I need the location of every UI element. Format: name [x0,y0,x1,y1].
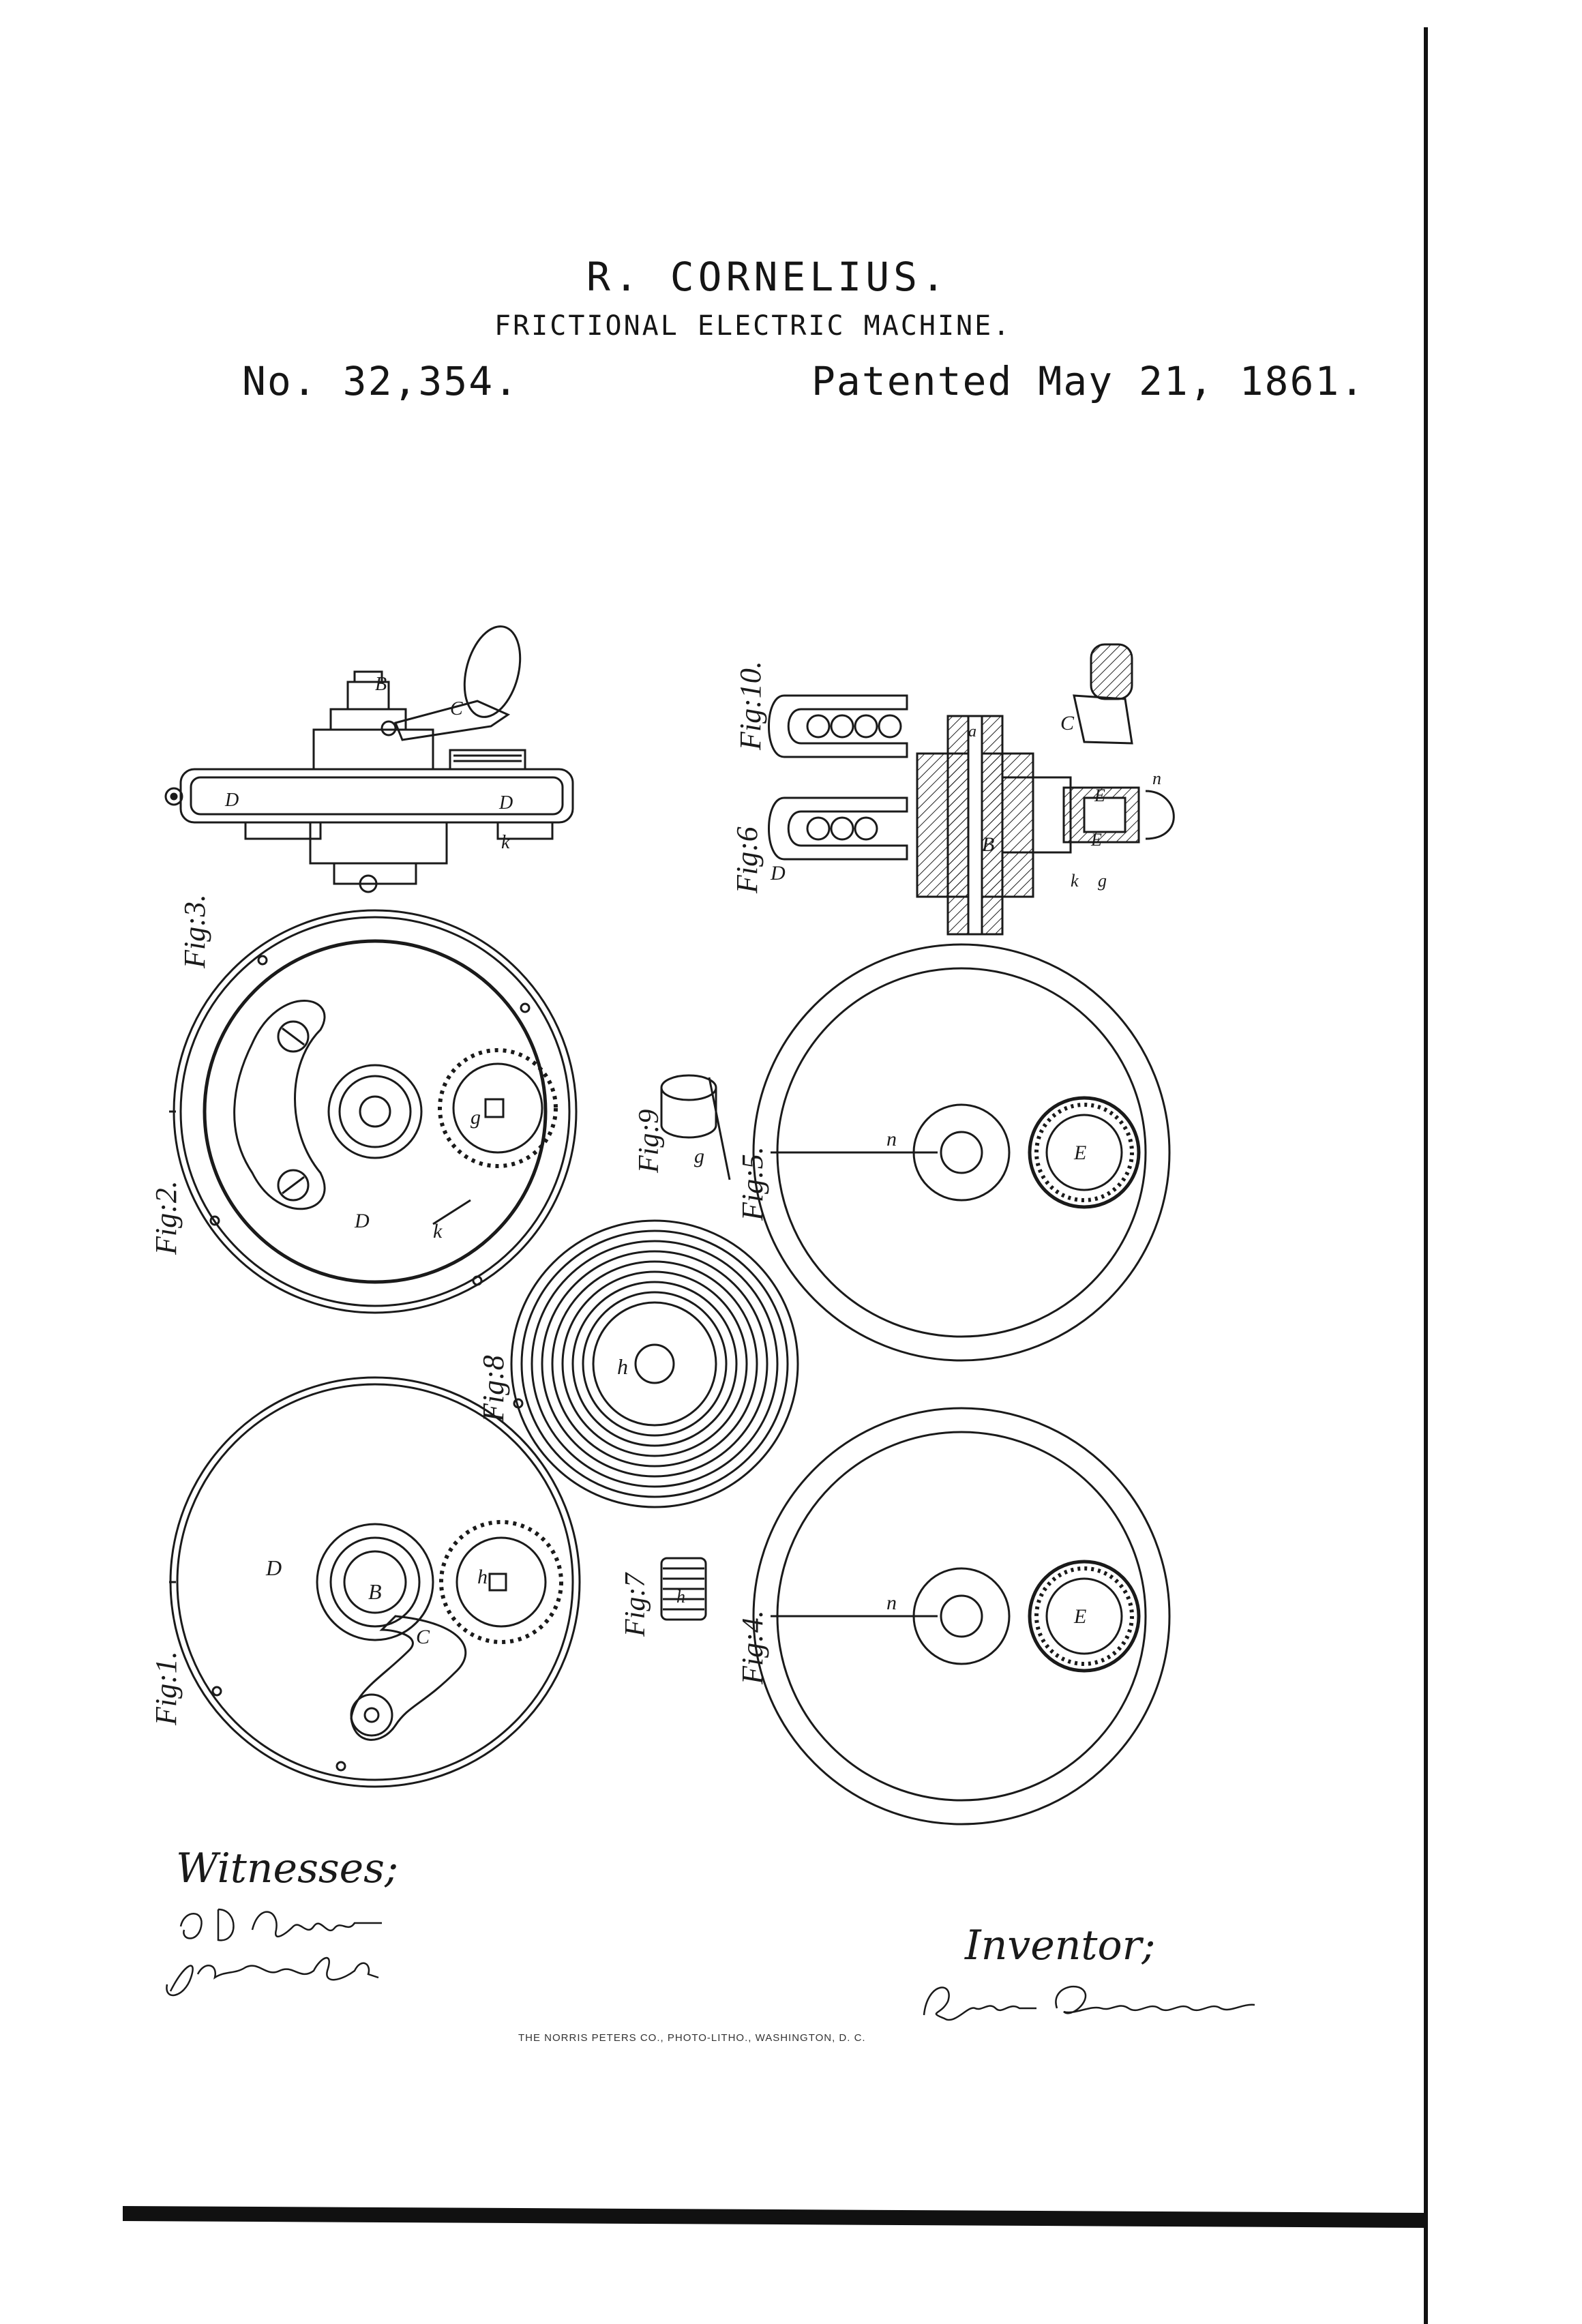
fig4-label-n: n [886,1592,897,1614]
figure-7: h Fig:7 [620,1558,706,1637]
figure-9: g Fig:9 [633,1075,730,1180]
fig4-caption: Fig:4. [736,1610,769,1685]
fig6-label-a: a [968,723,976,741]
fig7-caption: Fig:7 [620,1572,651,1637]
fig6-label-d: D [770,862,786,884]
witnesses-label: Witnesses; [176,1845,398,1892]
inventor-signature [924,1986,1255,2020]
fig1-label-d: D [265,1555,282,1580]
witness-signature-1 [181,1909,382,1940]
fig3-label-d2: D [498,792,513,814]
fig5-label-e: E [1073,1142,1086,1164]
fig1-label-b: B [368,1579,382,1604]
fig10-caption: Fig:10. [734,661,767,751]
fig3-label-d: D [224,790,239,811]
fig6-label-g: g [1098,871,1107,891]
fig2-label-k: k [433,1220,443,1242]
fig1-caption: Fig:1. [149,1651,183,1726]
inventor-label: Inventor; [965,1922,1156,1969]
fig5-label-n: n [886,1128,897,1150]
fig7-label-h: h [676,1587,685,1607]
fig9-label-g: g [694,1145,704,1167]
figure-4: n E Fig:4. [736,1408,1169,1824]
fig3-caption: Fig:3. [178,894,211,969]
fig6-label-e2: E [1090,830,1102,850]
figure-6: B C D E E k g n a Fig:6 [730,644,1174,934]
fig6-label-k: k [1071,871,1079,891]
figure-5: n E Fig:5. [736,944,1169,1360]
witness-signature-2 [166,1958,378,1995]
fig6-label-c: C [1060,712,1075,734]
fig2-label-d: D [354,1210,370,1232]
fig8-caption: Fig:8 [477,1355,510,1422]
figure-2: D g k Fig:2. [149,910,576,1313]
fig3-label-b: B [375,674,387,695]
figure-8: h Fig:8 [477,1221,798,1507]
fig1-label-c: C [416,1626,430,1648]
fig6-label-e: E [1094,786,1105,805]
fig8-label-h: h [617,1354,628,1379]
printer-credit: THE NORRIS PETERS CO., PHOTO-LITHO., WAS… [518,2032,866,2044]
fig6-label-n: n [1152,769,1161,788]
fig5-caption: Fig:5. [736,1146,769,1221]
fig1-label-h: h [477,1566,488,1588]
fig9-caption: Fig:9 [633,1109,665,1174]
fig2-caption: Fig:2. [149,1180,183,1255]
fig3-label-c: C [450,698,463,719]
fig4-label-e: E [1073,1605,1086,1628]
figure-1: D B C h Fig:1. [149,1377,580,1787]
scan-edge-border [1424,27,1428,2324]
fig6-caption: Fig:6 [730,826,764,894]
fig2-label-g: g [471,1106,481,1129]
fig6-label-b: B [982,833,994,856]
figure-10: Fig:10. [734,661,907,757]
fig3-label-k: k [501,832,510,853]
